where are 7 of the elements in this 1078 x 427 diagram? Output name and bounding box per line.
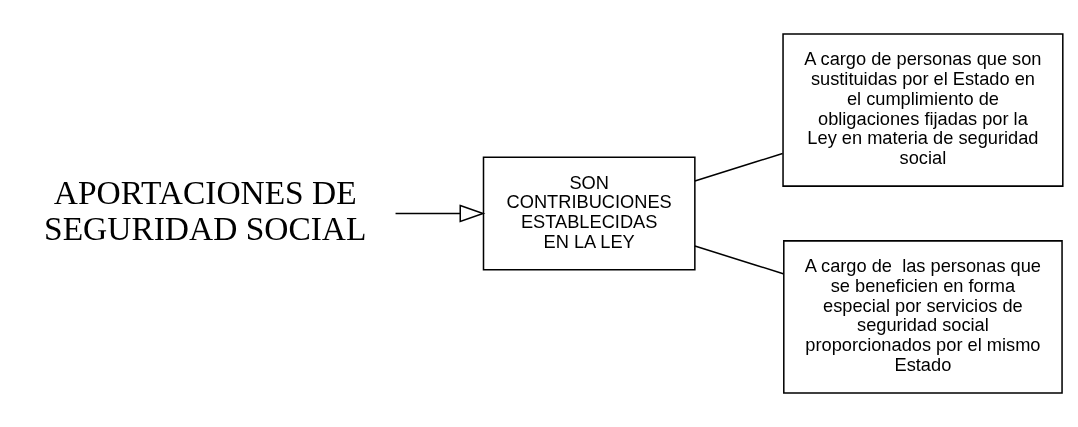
arrow: [394, 204, 486, 223]
connector: [694, 245, 784, 275]
node-text: APORTACIONES DE SEGURIDAD SOCIAL: [44, 173, 367, 248]
node-box: A cargo de personas que son sustituidas por el Estado en el cumplimiento de obligaciones fijadas por la Ley en materia de seguridad social: [782, 33, 1064, 187]
node-box: SON CONTRIBUCIONES ESTABLECIDAS EN LA LEY: [482, 156, 696, 271]
node-box: A cargo de las personas que se beneficien en forma especial por servicios de seguridad social proporcionados por el mismo Estado: [783, 240, 1063, 394]
connector: [694, 152, 784, 182]
